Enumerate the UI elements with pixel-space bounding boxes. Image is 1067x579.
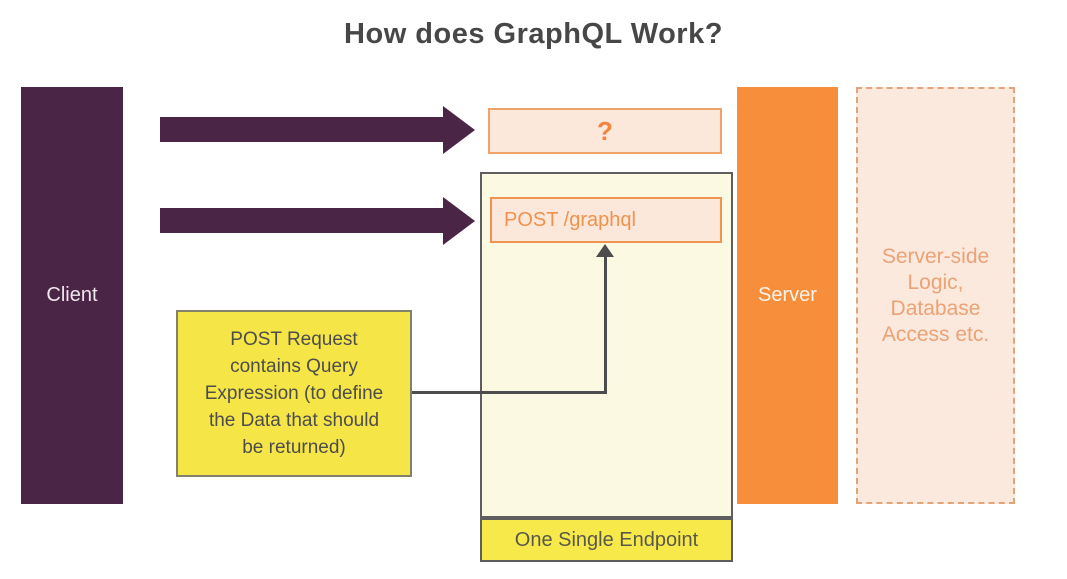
request-arrow-bottom-head xyxy=(443,197,475,245)
server-side-logic-label: Server-side Logic, Database Access etc. xyxy=(881,244,990,346)
post-graphql-label: POST /graphql xyxy=(504,208,636,231)
server-label: Server xyxy=(758,284,817,306)
post-request-note-label: POST Request contains Query Expression (… xyxy=(204,329,384,458)
question-mark-label: ? xyxy=(597,115,613,146)
request-arrow-top-shaft xyxy=(160,117,444,142)
server-side-logic-node: Server-side Logic, Database Access etc. xyxy=(856,87,1015,504)
request-arrow-top-head xyxy=(443,106,475,154)
request-arrow-bottom-shaft xyxy=(160,208,444,233)
one-single-endpoint-label: One Single Endpoint xyxy=(514,528,699,551)
server-node: Server xyxy=(737,87,838,504)
client-node: Client xyxy=(21,87,123,504)
note-connector-arrowhead xyxy=(596,244,614,257)
post-request-note-node: POST Request contains Query Expression (… xyxy=(176,310,412,477)
note-connector-horizontal-line xyxy=(412,391,607,394)
diagram-title: How does GraphQL Work? xyxy=(344,18,723,50)
note-connector-vertical-line xyxy=(604,256,607,394)
one-single-endpoint-node: One Single Endpoint xyxy=(480,518,733,562)
post-graphql-node: POST /graphql xyxy=(490,197,722,243)
client-label: Client xyxy=(46,284,98,306)
unknown-endpoint-node: ? xyxy=(488,108,722,154)
